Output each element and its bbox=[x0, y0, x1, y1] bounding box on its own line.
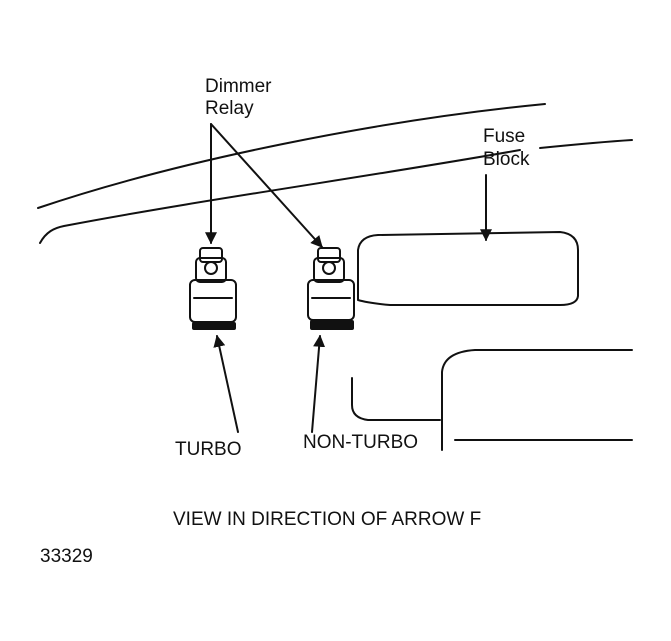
dimmer-relay-label-line1: Dimmer bbox=[205, 76, 272, 97]
view-direction-caption: VIEW IN DIRECTION OF ARROW F bbox=[173, 509, 481, 530]
turbo-arrow bbox=[213, 334, 239, 433]
fuse-block-housing bbox=[351, 231, 633, 451]
turbo-label: TURBO bbox=[175, 439, 242, 460]
dash-outline bbox=[37, 103, 633, 244]
leader-arrows bbox=[205, 123, 492, 433]
dimmer-relay-label-line2: Relay bbox=[205, 98, 254, 119]
non-turbo-arrow bbox=[311, 334, 326, 433]
non-turbo-relay bbox=[307, 247, 355, 330]
fuse-block-label-line1: Fuse bbox=[483, 126, 525, 147]
non-turbo-label: NON-TURBO bbox=[303, 432, 418, 453]
turbo-relay bbox=[189, 247, 237, 330]
figure-number: 33329 bbox=[40, 546, 93, 567]
dimmer-relay-arrow-non-turbo bbox=[210, 123, 323, 248]
fuse-block-label-line2: Block bbox=[483, 149, 530, 170]
